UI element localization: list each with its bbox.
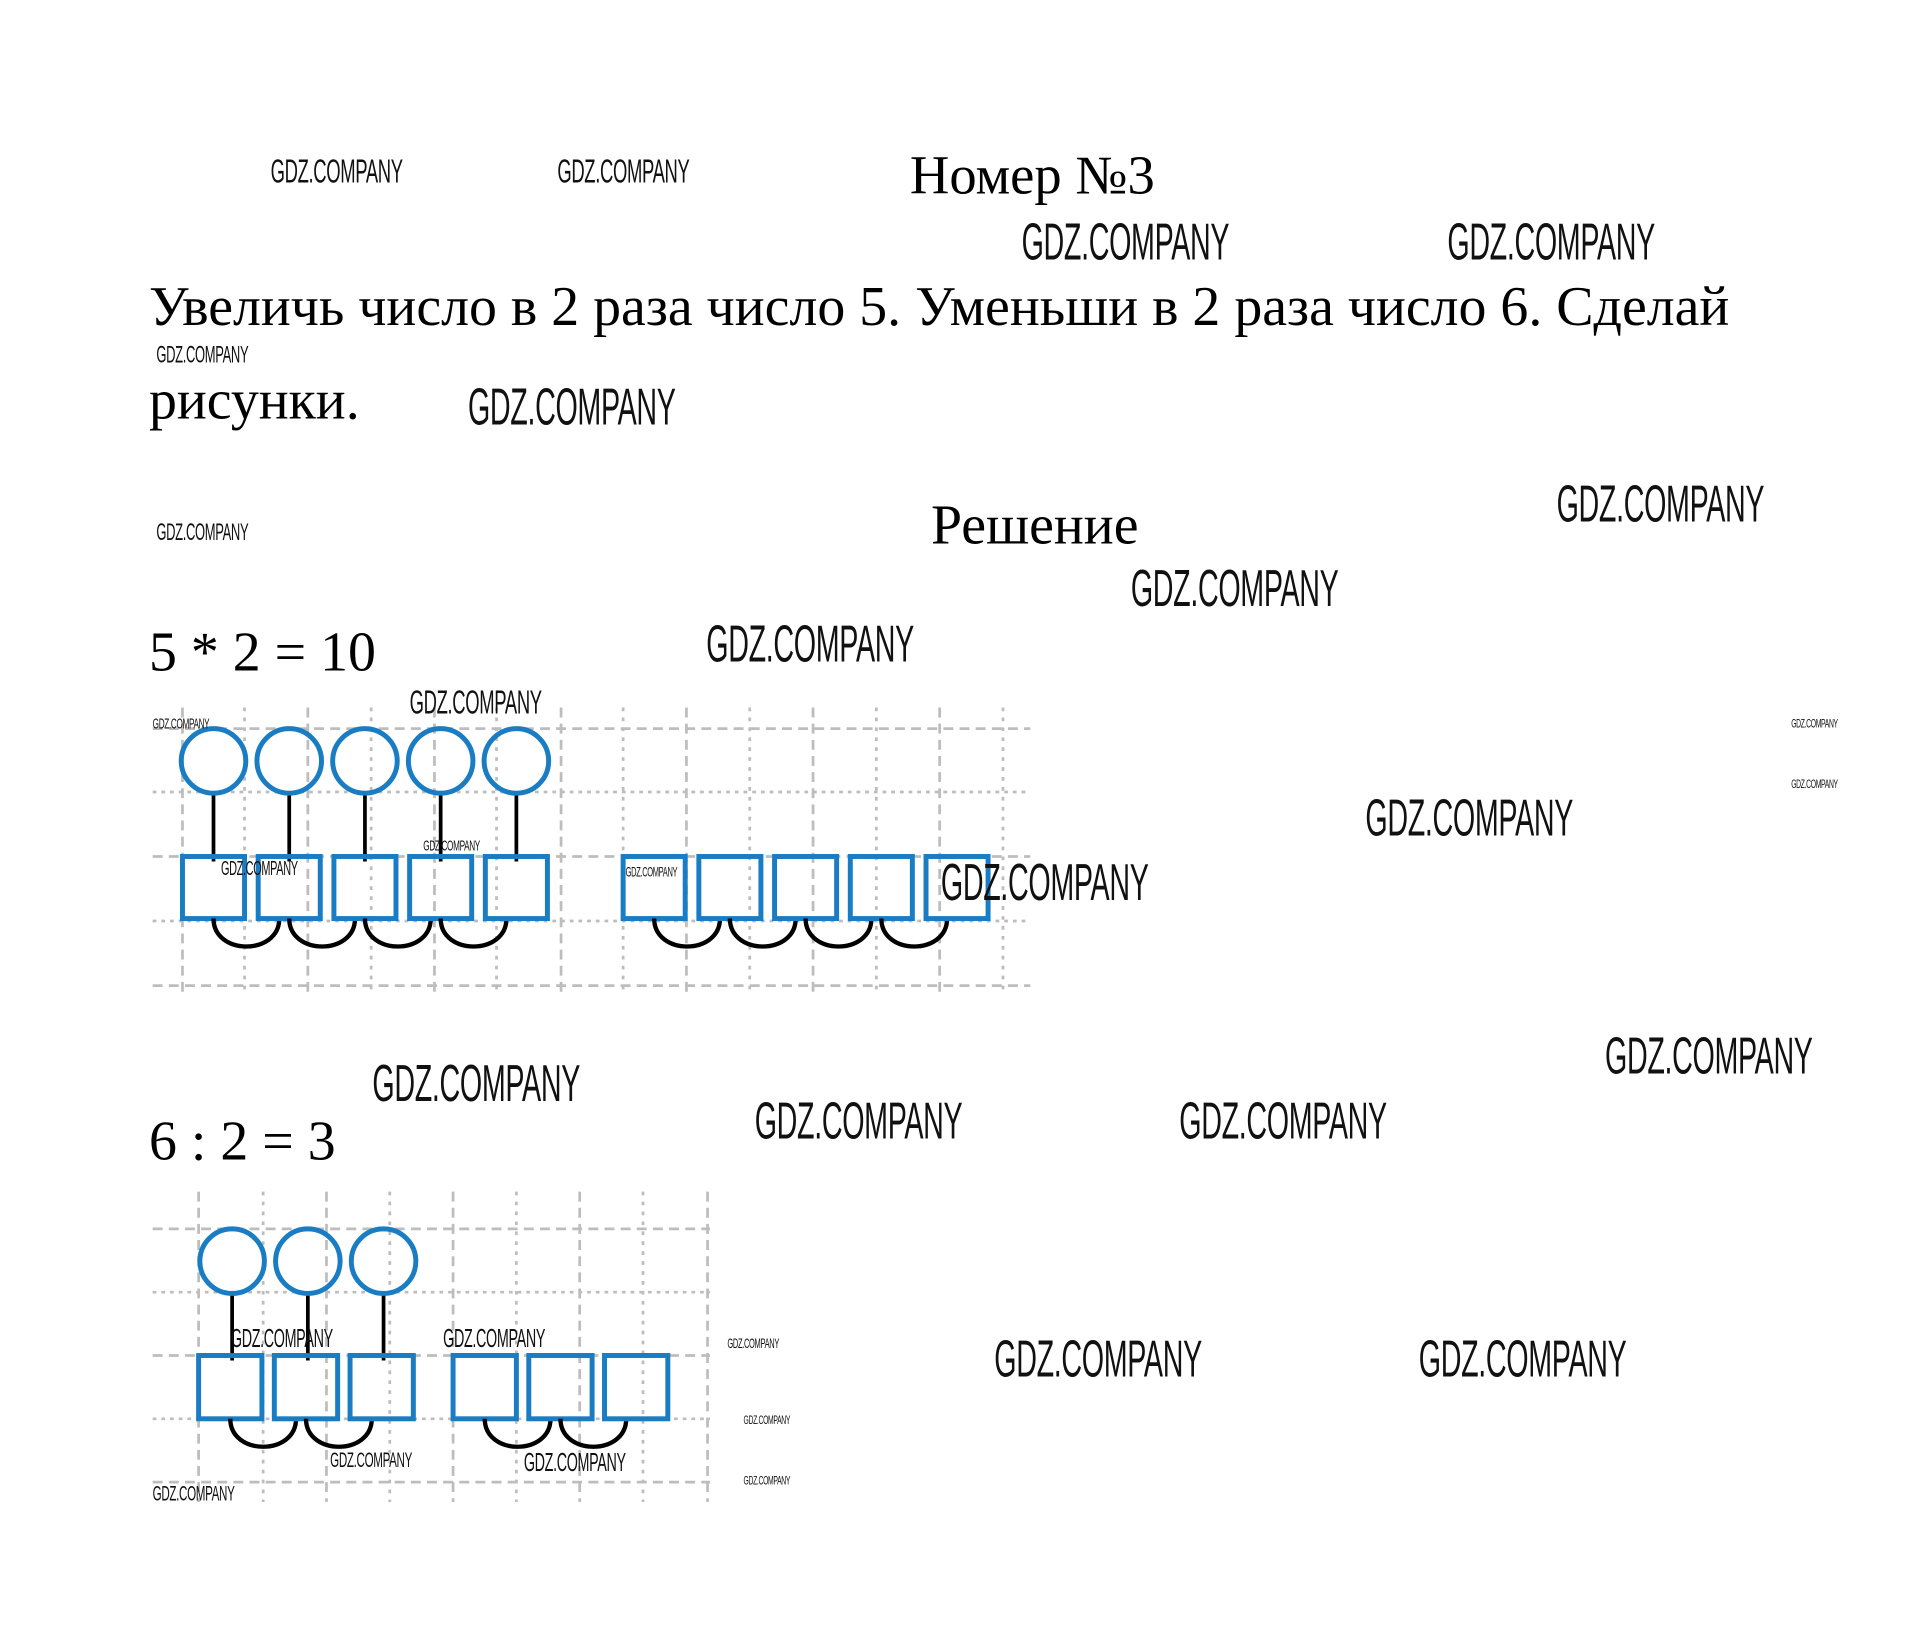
arc-connector xyxy=(482,1418,553,1449)
watermark: GDZ.COMPANY xyxy=(330,1448,412,1473)
circle xyxy=(405,726,476,796)
square xyxy=(196,1353,265,1422)
arc-connector xyxy=(651,918,723,949)
equation-multiply: 5 * 2 = 10 xyxy=(148,620,376,683)
watermark: GDZ.COMPANY xyxy=(706,614,914,673)
square xyxy=(923,854,991,922)
watermark: GDZ.COMPANY xyxy=(1021,212,1230,271)
watermark: GDZ.COMPANY xyxy=(230,1324,333,1354)
arc-connector xyxy=(228,1418,299,1449)
arc-connector xyxy=(879,918,950,949)
task-text-line-2: рисунки. xyxy=(148,368,360,431)
watermark: GDZ.COMPANY xyxy=(1556,474,1765,533)
task-text-line-1: Увеличь число в 2 раза число 5. Уменьши … xyxy=(148,275,1730,338)
circle xyxy=(273,1226,343,1296)
watermark: GDZ.COMPANY xyxy=(409,683,542,722)
watermark: GDZ.COMPANY xyxy=(743,1413,791,1428)
arc-connector xyxy=(303,1418,374,1449)
page-title: Номер №3 xyxy=(909,145,1155,207)
arc-connector xyxy=(287,918,358,949)
watermark: GDZ.COMPANY xyxy=(423,836,480,855)
watermark: GDZ.COMPANY xyxy=(152,714,210,733)
watermark: GDZ.COMPANY xyxy=(743,1474,791,1489)
square xyxy=(347,1353,416,1422)
watermark: GDZ.COMPANY xyxy=(443,1324,546,1354)
circle xyxy=(348,1226,419,1296)
watermark: GDZ.COMPANY xyxy=(994,1329,1202,1388)
watermark: GDZ.COMPANY xyxy=(152,1482,235,1506)
watermark: GDZ.COMPANY xyxy=(467,377,676,436)
watermark: GDZ.COMPANY xyxy=(1179,1091,1387,1150)
watermark: GDZ.COMPANY xyxy=(1791,717,1838,732)
circle xyxy=(197,1226,267,1296)
watermark: GDZ.COMPANY xyxy=(1447,212,1655,271)
watermark: GDZ.COMPANY xyxy=(557,152,690,190)
watermark: GDZ.COMPANY xyxy=(1130,558,1339,617)
watermark: GDZ.COMPANY xyxy=(1605,1026,1813,1085)
arc-connector xyxy=(558,1418,629,1449)
watermark: GDZ.COMPANY xyxy=(1365,788,1574,847)
arc-connector xyxy=(727,918,798,949)
arc-connector xyxy=(362,918,433,949)
arc-connector xyxy=(211,918,282,949)
circle xyxy=(254,726,324,796)
watermark: GDZ.COMPANY xyxy=(220,858,298,881)
watermark: GDZ.COMPANY xyxy=(940,852,1149,912)
equation-divide: 6 : 2 = 3 xyxy=(148,1109,336,1172)
watermark: GDZ.COMPANY xyxy=(727,1336,780,1352)
solution-heading: Решение xyxy=(930,494,1139,557)
watermark: GDZ.COMPANY xyxy=(270,152,403,190)
square xyxy=(450,1353,519,1422)
square xyxy=(482,854,550,922)
circle xyxy=(330,726,400,796)
circle xyxy=(481,726,552,796)
square xyxy=(602,1353,671,1422)
watermark: GDZ.COMPANY xyxy=(523,1448,626,1478)
watermark: GDZ.COMPANY xyxy=(1418,1329,1627,1388)
watermark: GDZ.COMPANY xyxy=(625,865,678,881)
watermark: GDZ.COMPANY xyxy=(156,342,249,369)
circle xyxy=(178,726,249,796)
watermark: GDZ.COMPANY xyxy=(754,1091,963,1150)
square xyxy=(526,1353,595,1422)
square xyxy=(271,1353,341,1422)
arc-connector xyxy=(438,918,509,949)
watermark: GDZ.COMPANY xyxy=(1791,778,1838,792)
watermark: GDZ.COMPANY xyxy=(156,520,249,547)
watermark: GDZ.COMPANY xyxy=(372,1053,580,1113)
arc-connector xyxy=(803,918,874,949)
